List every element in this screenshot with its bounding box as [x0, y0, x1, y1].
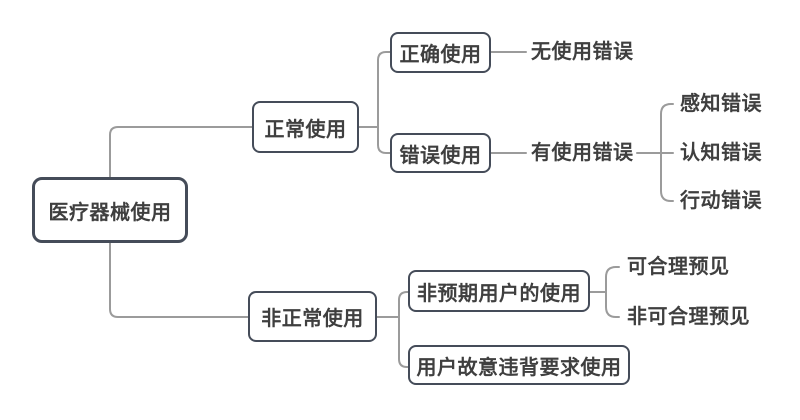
node-intentional-misuse[interactable]: 用户故意违背要求使用: [408, 345, 630, 385]
node-normal-use[interactable]: 正常使用: [252, 101, 359, 153]
node-has-use-error[interactable]: 有使用错误: [531, 142, 634, 164]
node-perception-error[interactable]: 感知错误: [680, 93, 762, 115]
edge-unintended-bracket: [605, 266, 620, 318]
node-correct-use[interactable]: 正确使用: [390, 32, 491, 73]
node-abnormal-use[interactable]: 非正常使用: [248, 291, 377, 342]
node-cognition-error[interactable]: 认知错误: [680, 142, 762, 164]
node-reasonably-foreseeable[interactable]: 可合理预见: [627, 256, 730, 278]
node-no-use-error[interactable]: 无使用错误: [531, 41, 634, 63]
node-wrong-use[interactable]: 错误使用: [390, 133, 491, 173]
node-action-error[interactable]: 行动错误: [680, 190, 762, 212]
edge-abnormal-bracket: [398, 291, 409, 368]
node-not-reasonably-foreseeable[interactable]: 非可合理预见: [627, 306, 750, 328]
edge-root-abnormal: [109, 242, 249, 318]
edge-normal-bracket: [377, 51, 391, 154]
node-unintended-user-use[interactable]: 非预期用户的使用: [408, 270, 590, 312]
edge-root-normal: [109, 126, 253, 178]
node-root[interactable]: 医疗器械使用: [32, 177, 188, 243]
